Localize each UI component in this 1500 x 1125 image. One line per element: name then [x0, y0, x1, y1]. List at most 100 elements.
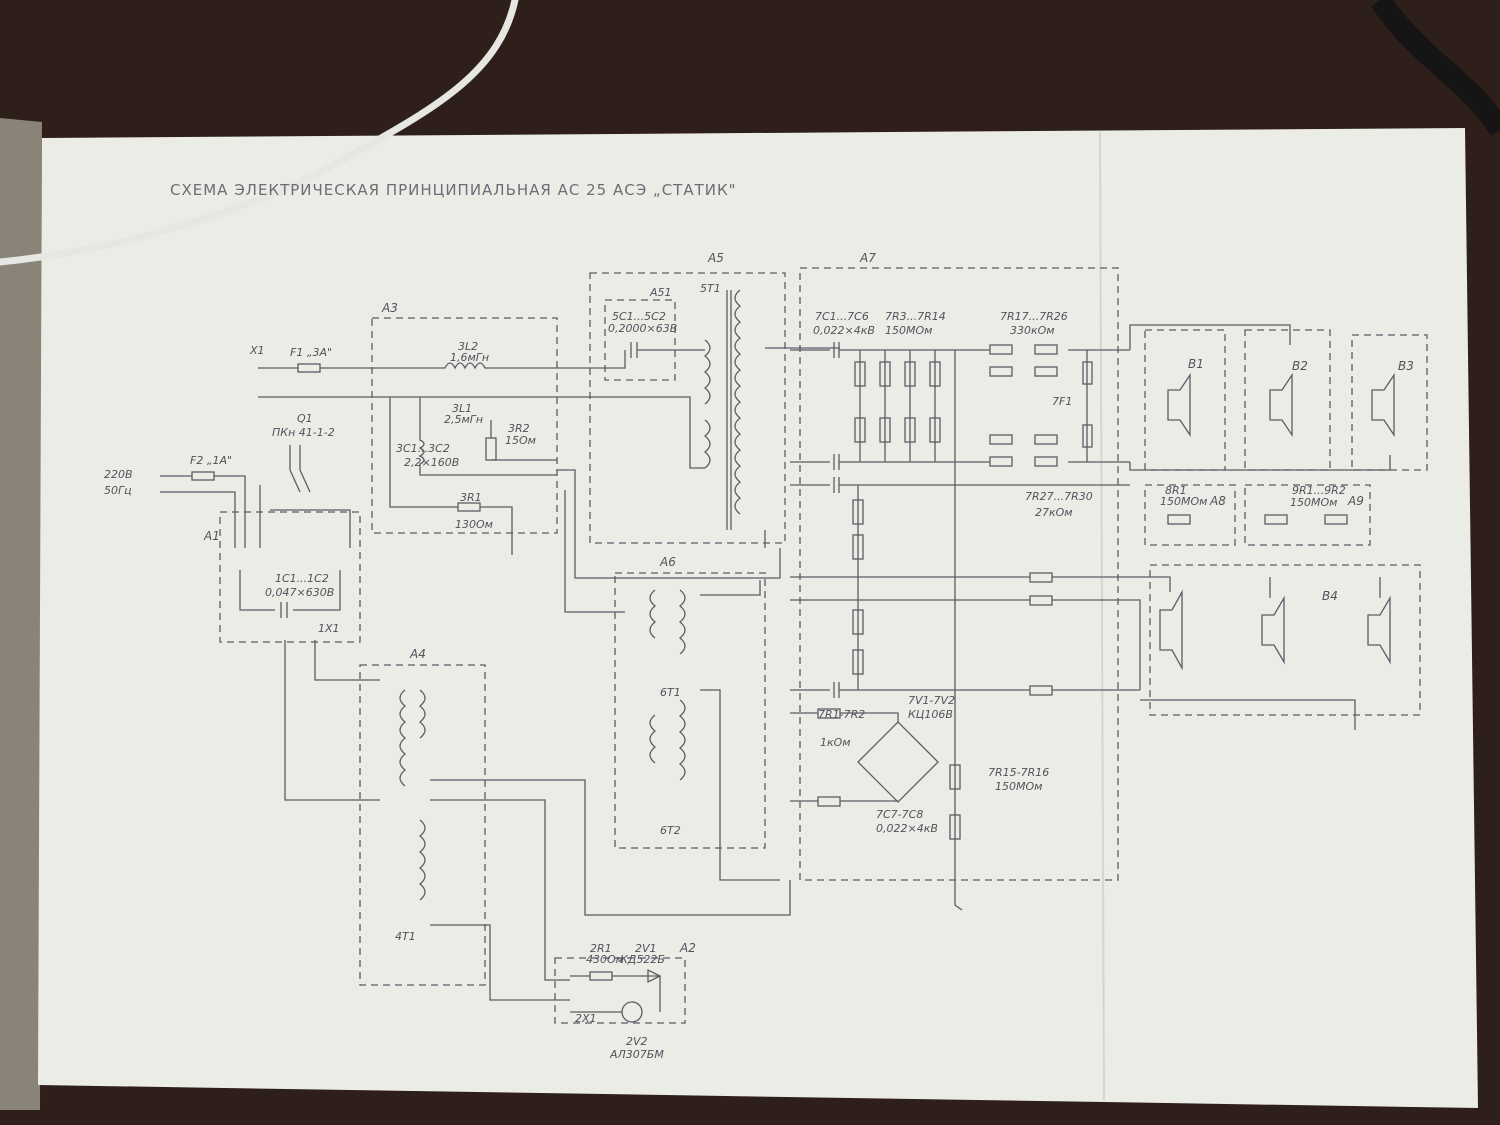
label-a7: A7	[859, 251, 876, 265]
wire-3r1	[389, 397, 513, 555]
a1-capacitors	[239, 570, 341, 618]
label-7r1: 7R3...7R14	[885, 310, 946, 323]
a5-capacitors	[557, 342, 705, 369]
label-7r2-val: 330кОм	[1010, 324, 1055, 337]
label-3l1-val: 2,5мГн	[444, 413, 483, 426]
label-7r1516: 7R15-7R16	[988, 766, 1049, 779]
r-out-3	[1029, 685, 1053, 696]
label-9r: 9R1...9R2	[1292, 484, 1346, 497]
led-2v2	[621, 1001, 643, 1023]
label-3r2-val: 15Ом	[505, 434, 536, 447]
a7-verticals	[857, 350, 956, 880]
block-a6	[614, 572, 766, 849]
wire-a6	[557, 469, 781, 881]
label-7c78-val: 0,022×4кВ	[876, 822, 938, 835]
r-9r1	[1264, 514, 1288, 525]
transformer-6t-secondary	[678, 589, 686, 781]
block-a51	[604, 299, 676, 381]
binder-edge	[0, 118, 42, 1110]
ground-a7	[954, 880, 963, 911]
label-5t1: 5T1	[700, 282, 721, 295]
speaker-b2	[1269, 372, 1293, 438]
label-2v2: 2V2	[626, 1035, 648, 1048]
r-series-6	[1034, 434, 1058, 445]
label-b3: B3	[1398, 359, 1414, 373]
wire-a5-in	[557, 396, 705, 469]
label-7r1-val: 150МОм	[885, 324, 932, 337]
transformer-5t1-secondary	[734, 289, 742, 515]
black-cable	[1370, 0, 1500, 136]
inductor-3l1	[418, 397, 557, 476]
label-b4: B4	[1322, 589, 1338, 603]
label-a51: A51	[649, 286, 672, 299]
r-series-5	[989, 434, 1013, 445]
label-8r1-val: 150МОм	[1160, 495, 1207, 508]
r-out-2	[1029, 595, 1053, 606]
r-lower-1	[852, 499, 864, 525]
label-2v2-type: АЛ307БМ	[609, 1048, 664, 1061]
a7-rails-lower	[790, 576, 1140, 698]
a7-rail-3	[790, 477, 1130, 493]
label-1x1: 1X1	[318, 622, 340, 635]
label-mains: 220В	[104, 468, 133, 481]
label-a8: A8	[1209, 494, 1226, 508]
r-lower-4	[852, 649, 864, 675]
a2-wiring	[570, 968, 662, 1013]
wire-b4	[1135, 576, 1381, 730]
label-2r1: 2R1	[590, 942, 612, 955]
r-series-7	[989, 456, 1013, 467]
label-freq: 50Гц	[104, 484, 132, 497]
label-7r1r2: 7R1-7R2	[818, 708, 865, 721]
label-a1-cap: 1C1...1C2	[275, 572, 329, 585]
label-7r3: 7R27...7R30	[1025, 490, 1093, 503]
label-a5: A5	[707, 251, 724, 265]
label-a2: A2	[679, 941, 696, 955]
bridge-wires	[790, 712, 899, 802]
wire-a5-out	[764, 347, 840, 548]
label-x1: X1	[249, 344, 265, 357]
block-a4	[359, 664, 486, 986]
r-bank-2	[879, 361, 891, 387]
label-2x1: 2X1	[575, 1012, 597, 1025]
label-3l2: 3L2	[458, 340, 478, 353]
label-a6: A6	[659, 555, 676, 569]
block-a5	[589, 272, 786, 544]
label-7r3-val: 27кОм	[1035, 506, 1073, 519]
label-8r1: 8R1	[1165, 484, 1187, 497]
label-3c: 3C1...3C2	[396, 442, 450, 455]
label-7c78: 7C7-7C8	[876, 808, 923, 821]
label-3l2-val: 1,6мГн	[450, 351, 489, 364]
label-7c: 7C1...7C6	[815, 310, 869, 323]
r-out-1	[1029, 572, 1053, 583]
transformer-5t1-primary	[703, 339, 711, 469]
r-9r2	[1324, 514, 1348, 525]
label-7r1r2-val: 1кОм	[820, 736, 851, 749]
r-7r15	[949, 764, 961, 790]
block-b3	[1351, 334, 1428, 471]
block-a7	[799, 267, 1119, 881]
speaker-b4-3	[1367, 595, 1391, 665]
r-series-1	[989, 344, 1013, 355]
label-9r-val: 150МОм	[1290, 496, 1337, 509]
cable	[0, 0, 519, 266]
label-7v: 7V1-7V2	[908, 694, 955, 707]
label-4t1: 4T1	[395, 930, 416, 943]
label-5c: 5C1...5C2	[612, 310, 666, 323]
r-bank-3	[904, 361, 916, 387]
r-8r1	[1167, 514, 1191, 525]
transformer-5t1-core	[726, 290, 732, 530]
r-bank-6	[879, 417, 891, 443]
label-b2: B2	[1292, 359, 1308, 373]
r-lower-3	[852, 609, 864, 635]
switch-q1	[259, 445, 351, 548]
inductor-3l2	[380, 362, 557, 370]
label-7c-val: 0,022×4кВ	[813, 324, 875, 337]
block-a3	[371, 317, 558, 534]
label-5c-val: 0,2000×63В	[608, 322, 677, 335]
r-bank-5	[854, 417, 866, 443]
a7-ladder	[859, 350, 936, 462]
r-series-2	[1034, 344, 1058, 355]
block-a2	[554, 957, 686, 1024]
